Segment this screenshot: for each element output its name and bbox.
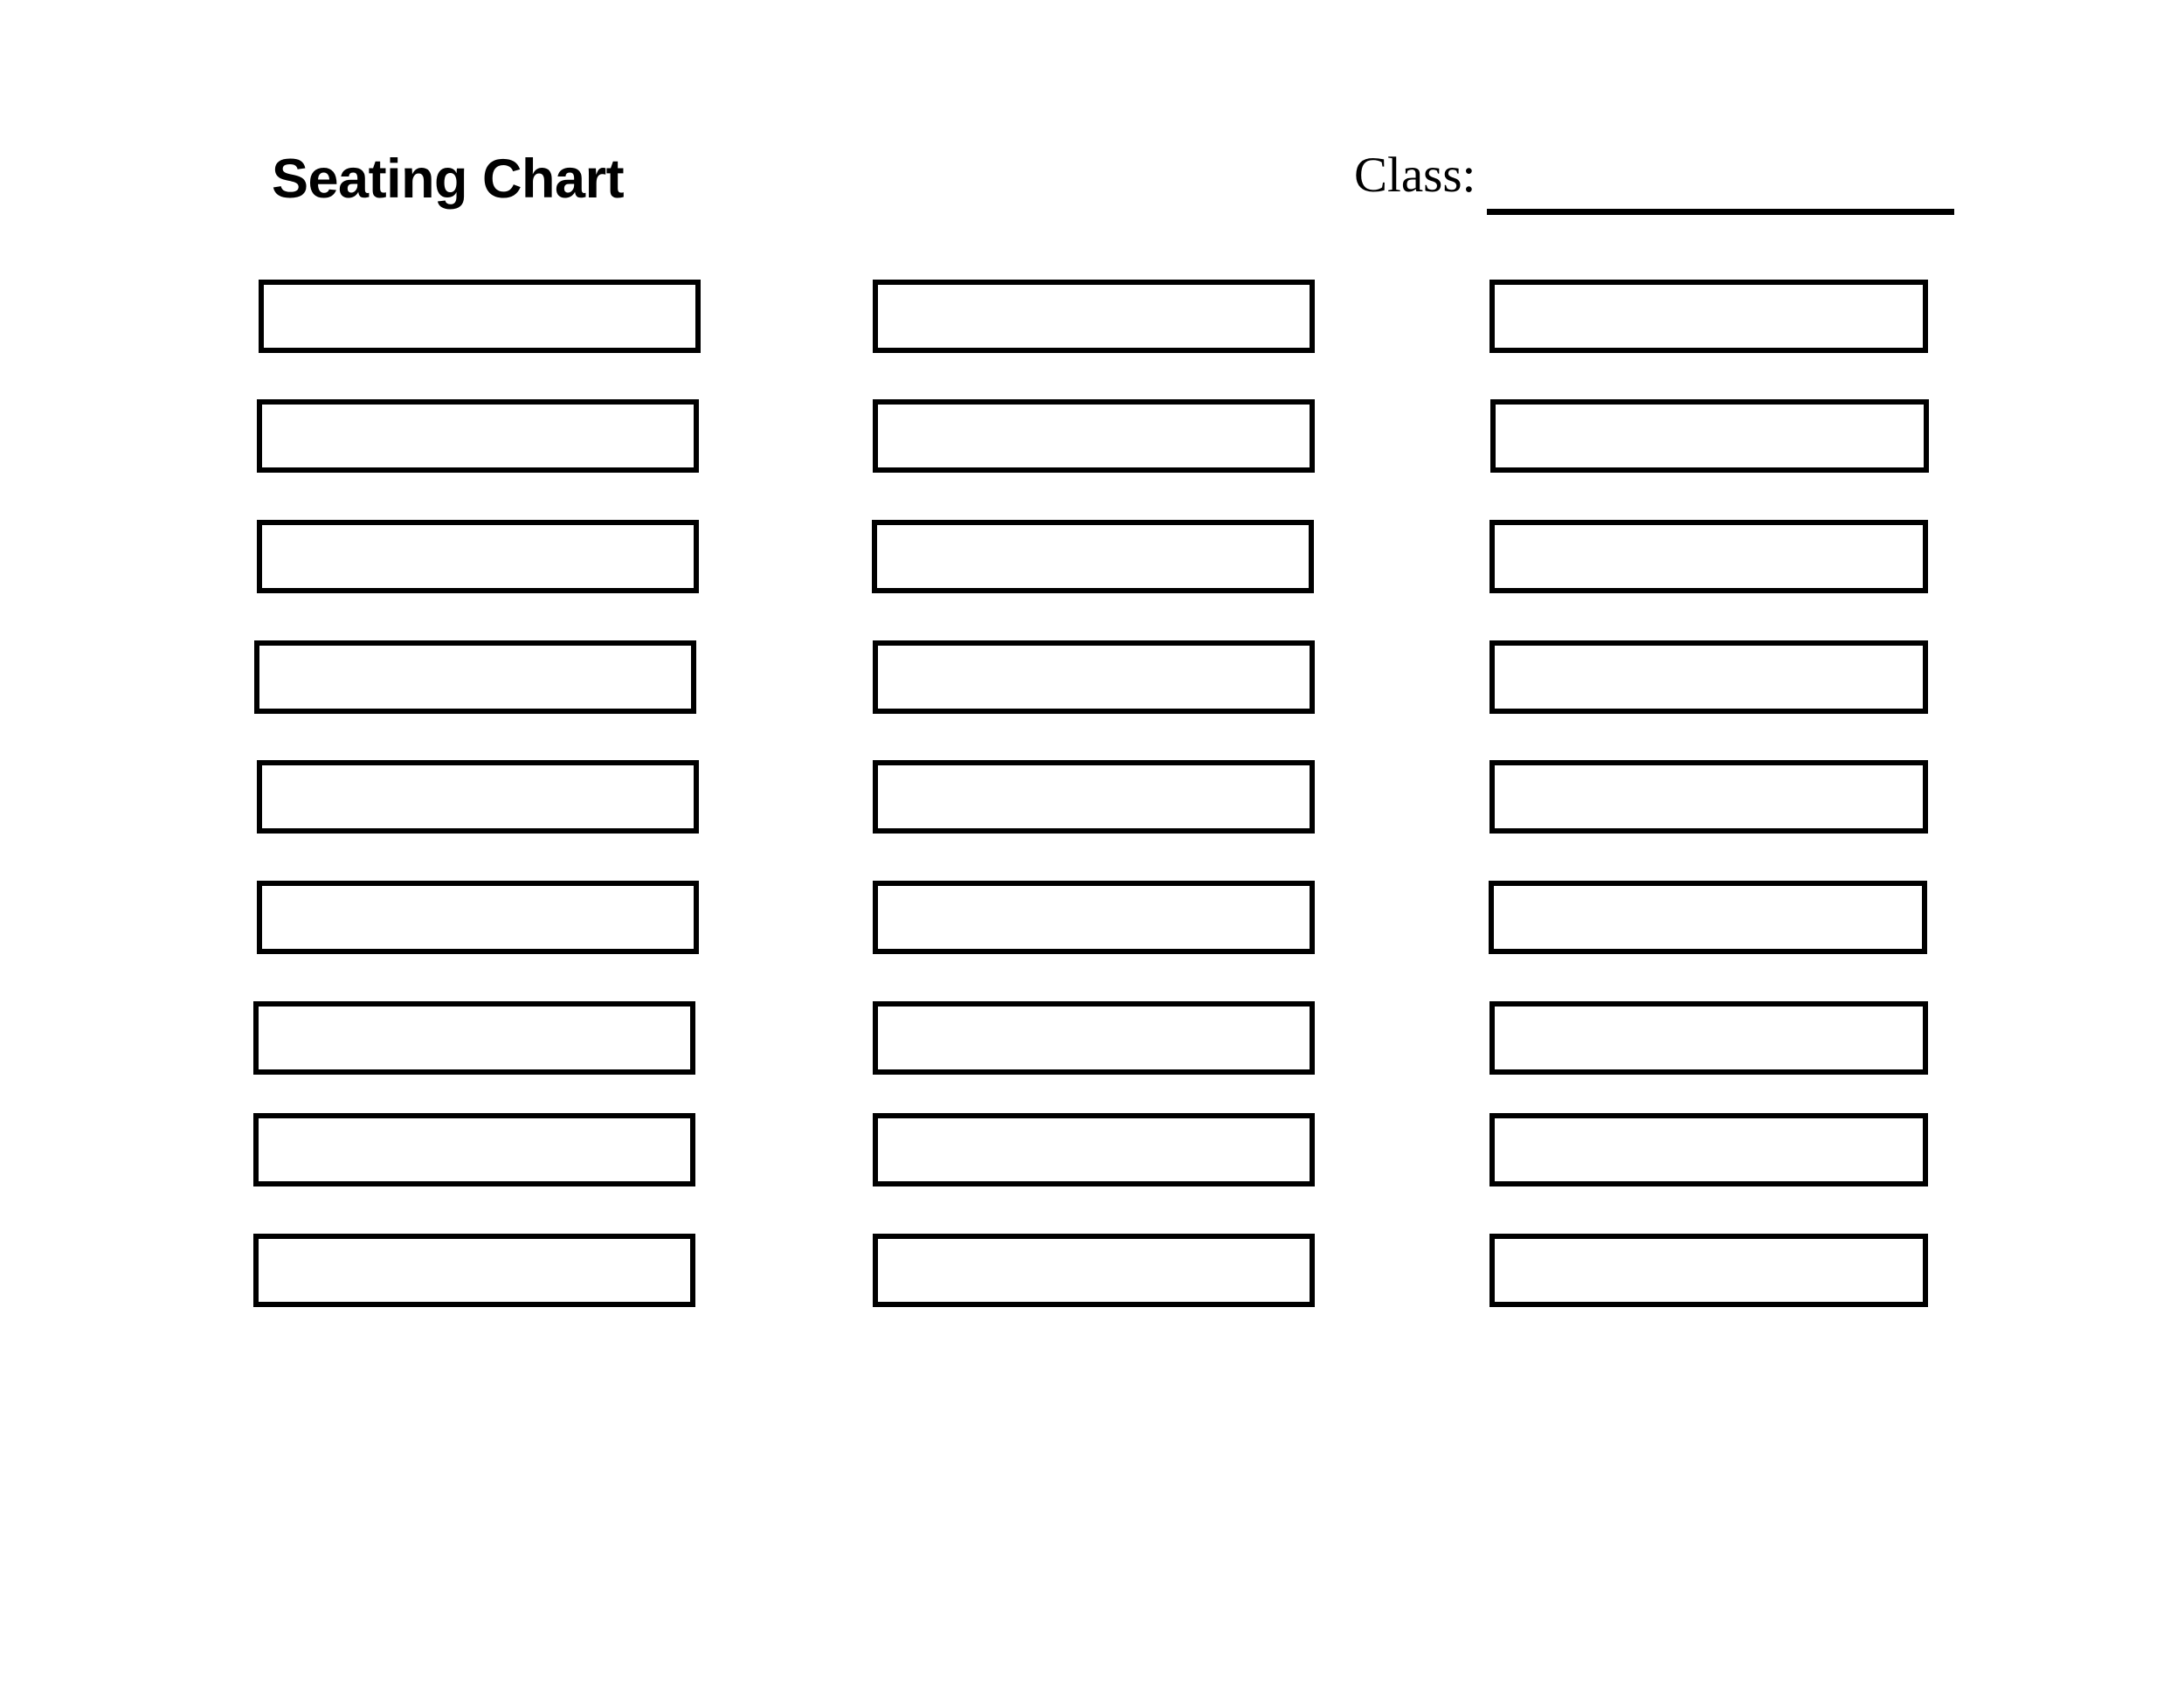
seat-box[interactable]: [259, 280, 701, 353]
seat-box[interactable]: [1489, 1113, 1928, 1186]
class-field: Class:: [1354, 149, 1966, 227]
seat-box[interactable]: [1489, 1234, 1928, 1307]
page-header: Seating Chart Class:: [0, 0, 2184, 262]
seat-box[interactable]: [1489, 881, 1927, 954]
page-title: Seating Chart: [272, 149, 625, 210]
seat-box[interactable]: [254, 640, 696, 714]
seat-column-3: [1489, 0, 1930, 1688]
seat-box[interactable]: [873, 1001, 1315, 1075]
seat-box[interactable]: [1489, 520, 1928, 593]
seat-box[interactable]: [1490, 399, 1929, 473]
seat-box[interactable]: [257, 881, 699, 954]
seat-box[interactable]: [257, 399, 699, 473]
seat-box[interactable]: [257, 760, 699, 834]
seat-box[interactable]: [873, 1113, 1315, 1186]
seat-box[interactable]: [1489, 760, 1928, 834]
seat-box[interactable]: [873, 1234, 1315, 1307]
seat-box[interactable]: [1489, 640, 1928, 714]
seat-box[interactable]: [872, 520, 1314, 593]
class-label: Class:: [1354, 148, 1476, 203]
seat-box[interactable]: [253, 1001, 695, 1075]
seat-box[interactable]: [873, 640, 1315, 714]
seat-box[interactable]: [873, 399, 1315, 473]
class-blank-line[interactable]: [1487, 209, 1954, 215]
seat-box[interactable]: [873, 760, 1315, 834]
seat-column-2: [872, 0, 1317, 1688]
seat-box[interactable]: [253, 1113, 695, 1186]
seat-box[interactable]: [1489, 280, 1928, 353]
seat-box[interactable]: [257, 520, 699, 593]
seat-box[interactable]: [873, 881, 1315, 954]
seat-column-1: [253, 0, 701, 1688]
seat-box[interactable]: [253, 1234, 695, 1307]
seat-box[interactable]: [1489, 1001, 1928, 1075]
seat-box[interactable]: [873, 280, 1315, 353]
